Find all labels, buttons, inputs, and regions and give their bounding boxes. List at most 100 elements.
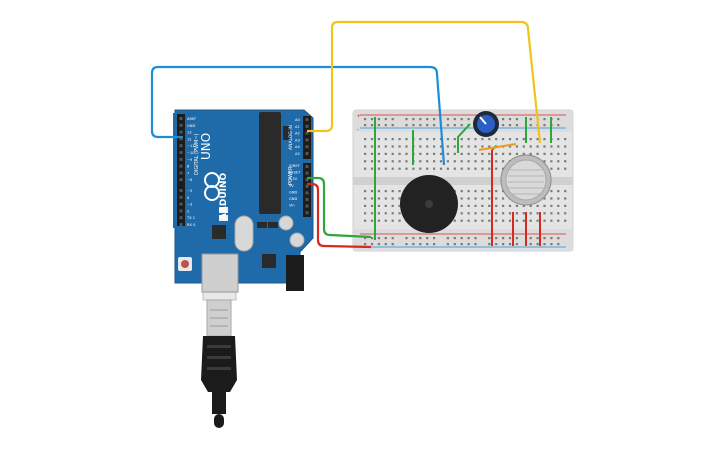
header-pin xyxy=(179,202,183,206)
breadboard-hole xyxy=(384,124,387,127)
breadboard-hole xyxy=(508,219,512,222)
breadboard-hole xyxy=(508,212,512,215)
header-pin xyxy=(305,152,309,155)
breadboard-hole xyxy=(377,237,380,240)
breadboard-hole xyxy=(522,204,525,207)
breadboard-hole xyxy=(433,118,436,121)
header-pin xyxy=(179,209,183,213)
capacitor xyxy=(289,232,305,248)
breadboard-hole xyxy=(550,160,553,163)
breadboard-hole xyxy=(488,204,491,207)
pin-label: 2 xyxy=(187,209,189,213)
breadboard-hole xyxy=(405,243,408,246)
breadboard-hole xyxy=(495,167,498,170)
breadboard-hole xyxy=(557,237,560,240)
header-pin xyxy=(305,171,309,175)
board-brand: ARDUINO xyxy=(219,172,229,220)
breadboard-hole xyxy=(543,145,546,148)
breadboard-hole xyxy=(364,190,367,193)
breadboard-hole xyxy=(508,124,512,127)
breadboard-hole xyxy=(426,243,429,246)
header-pin xyxy=(305,198,309,201)
breadboard-hole xyxy=(557,138,560,141)
header-pin xyxy=(179,223,183,226)
digital-section-label: DIGITAL (PWM~) xyxy=(194,133,200,175)
arduino-uno-board: ARDUINO UNO DIGITAL (PWM~) POWER ANALOG … xyxy=(173,109,314,293)
breadboard-hole xyxy=(460,160,463,163)
breadboard-hole xyxy=(564,138,567,141)
breadboard-hole xyxy=(364,160,367,163)
breadboard-hole xyxy=(426,145,429,148)
pin-label: RESET xyxy=(289,171,301,175)
breadboard-hole xyxy=(446,152,449,155)
pin-label: 8 xyxy=(187,165,190,169)
breadboard-hole xyxy=(522,152,525,155)
breadboard-hole xyxy=(557,145,560,148)
breadboard-hole xyxy=(460,124,463,127)
breadboard-hole xyxy=(433,152,436,155)
breadboard-hole xyxy=(439,145,443,148)
breadboard-hole xyxy=(377,197,380,200)
digital-header xyxy=(177,114,185,226)
breadboard-hole xyxy=(488,160,491,163)
breadboard-hole xyxy=(564,167,567,170)
breadboard-hole xyxy=(536,243,539,246)
breadboard-hole xyxy=(550,145,553,148)
breadboard-hole xyxy=(557,212,560,215)
breadboard-hole xyxy=(474,219,477,222)
breadboard-hole xyxy=(391,219,394,222)
breadboard-hole xyxy=(453,145,456,148)
breadboard-hole xyxy=(377,167,380,170)
breadboard-hole xyxy=(529,152,532,155)
breadboard-hole xyxy=(391,152,394,155)
power-jack xyxy=(286,255,304,291)
breadboard-hole xyxy=(467,243,470,246)
header-pin xyxy=(305,191,309,195)
breadboard-hole xyxy=(405,167,408,170)
breadboard-hole xyxy=(433,243,436,246)
breadboard-hole xyxy=(412,124,415,127)
breadboard-hole xyxy=(474,152,477,155)
breadboard-hole xyxy=(419,138,422,141)
breadboard-hole xyxy=(419,124,422,127)
breadboard-hole xyxy=(481,145,484,148)
capacitor xyxy=(278,215,294,231)
breadboard-hole xyxy=(460,243,463,246)
breadboard-hole xyxy=(405,124,408,127)
breadboard-hole xyxy=(391,237,394,240)
breadboard-hole xyxy=(529,212,532,215)
breadboard-hole xyxy=(446,118,449,121)
breadboard-hole xyxy=(377,124,380,127)
breadboard-hole xyxy=(495,219,498,222)
pin-label: A1 xyxy=(295,125,300,129)
breadboard-hole xyxy=(426,138,429,141)
header-pin xyxy=(305,204,309,208)
breadboard-hole xyxy=(495,138,498,141)
breadboard-hole xyxy=(370,160,374,163)
pin-label: Vin xyxy=(289,204,295,208)
breadboard-hole xyxy=(543,138,546,141)
breadboard-hole xyxy=(384,152,387,155)
breadboard-hole xyxy=(543,118,546,121)
breadboard-hole xyxy=(439,152,443,155)
breadboard-hole xyxy=(405,118,408,121)
header-pin xyxy=(305,211,309,215)
breadboard-hole xyxy=(384,219,387,222)
breadboard-hole xyxy=(502,197,505,200)
usb-chip xyxy=(212,225,226,239)
breadboard-hole xyxy=(488,219,491,222)
breadboard-hole xyxy=(384,138,387,141)
breadboard-hole xyxy=(550,219,553,222)
breadboard-hole xyxy=(446,160,449,163)
breadboard-hole xyxy=(550,197,553,200)
piezo-buzzer: + - xyxy=(400,175,458,233)
breadboard-hole xyxy=(405,138,408,141)
breadboard-hole xyxy=(536,138,539,141)
breadboard-hole xyxy=(377,243,380,246)
breadboard-hole xyxy=(453,243,456,246)
breadboard-hole xyxy=(391,243,394,246)
breadboard-hole xyxy=(377,219,380,222)
header-pin-holes xyxy=(179,117,309,226)
breadboard-hole xyxy=(508,138,512,141)
